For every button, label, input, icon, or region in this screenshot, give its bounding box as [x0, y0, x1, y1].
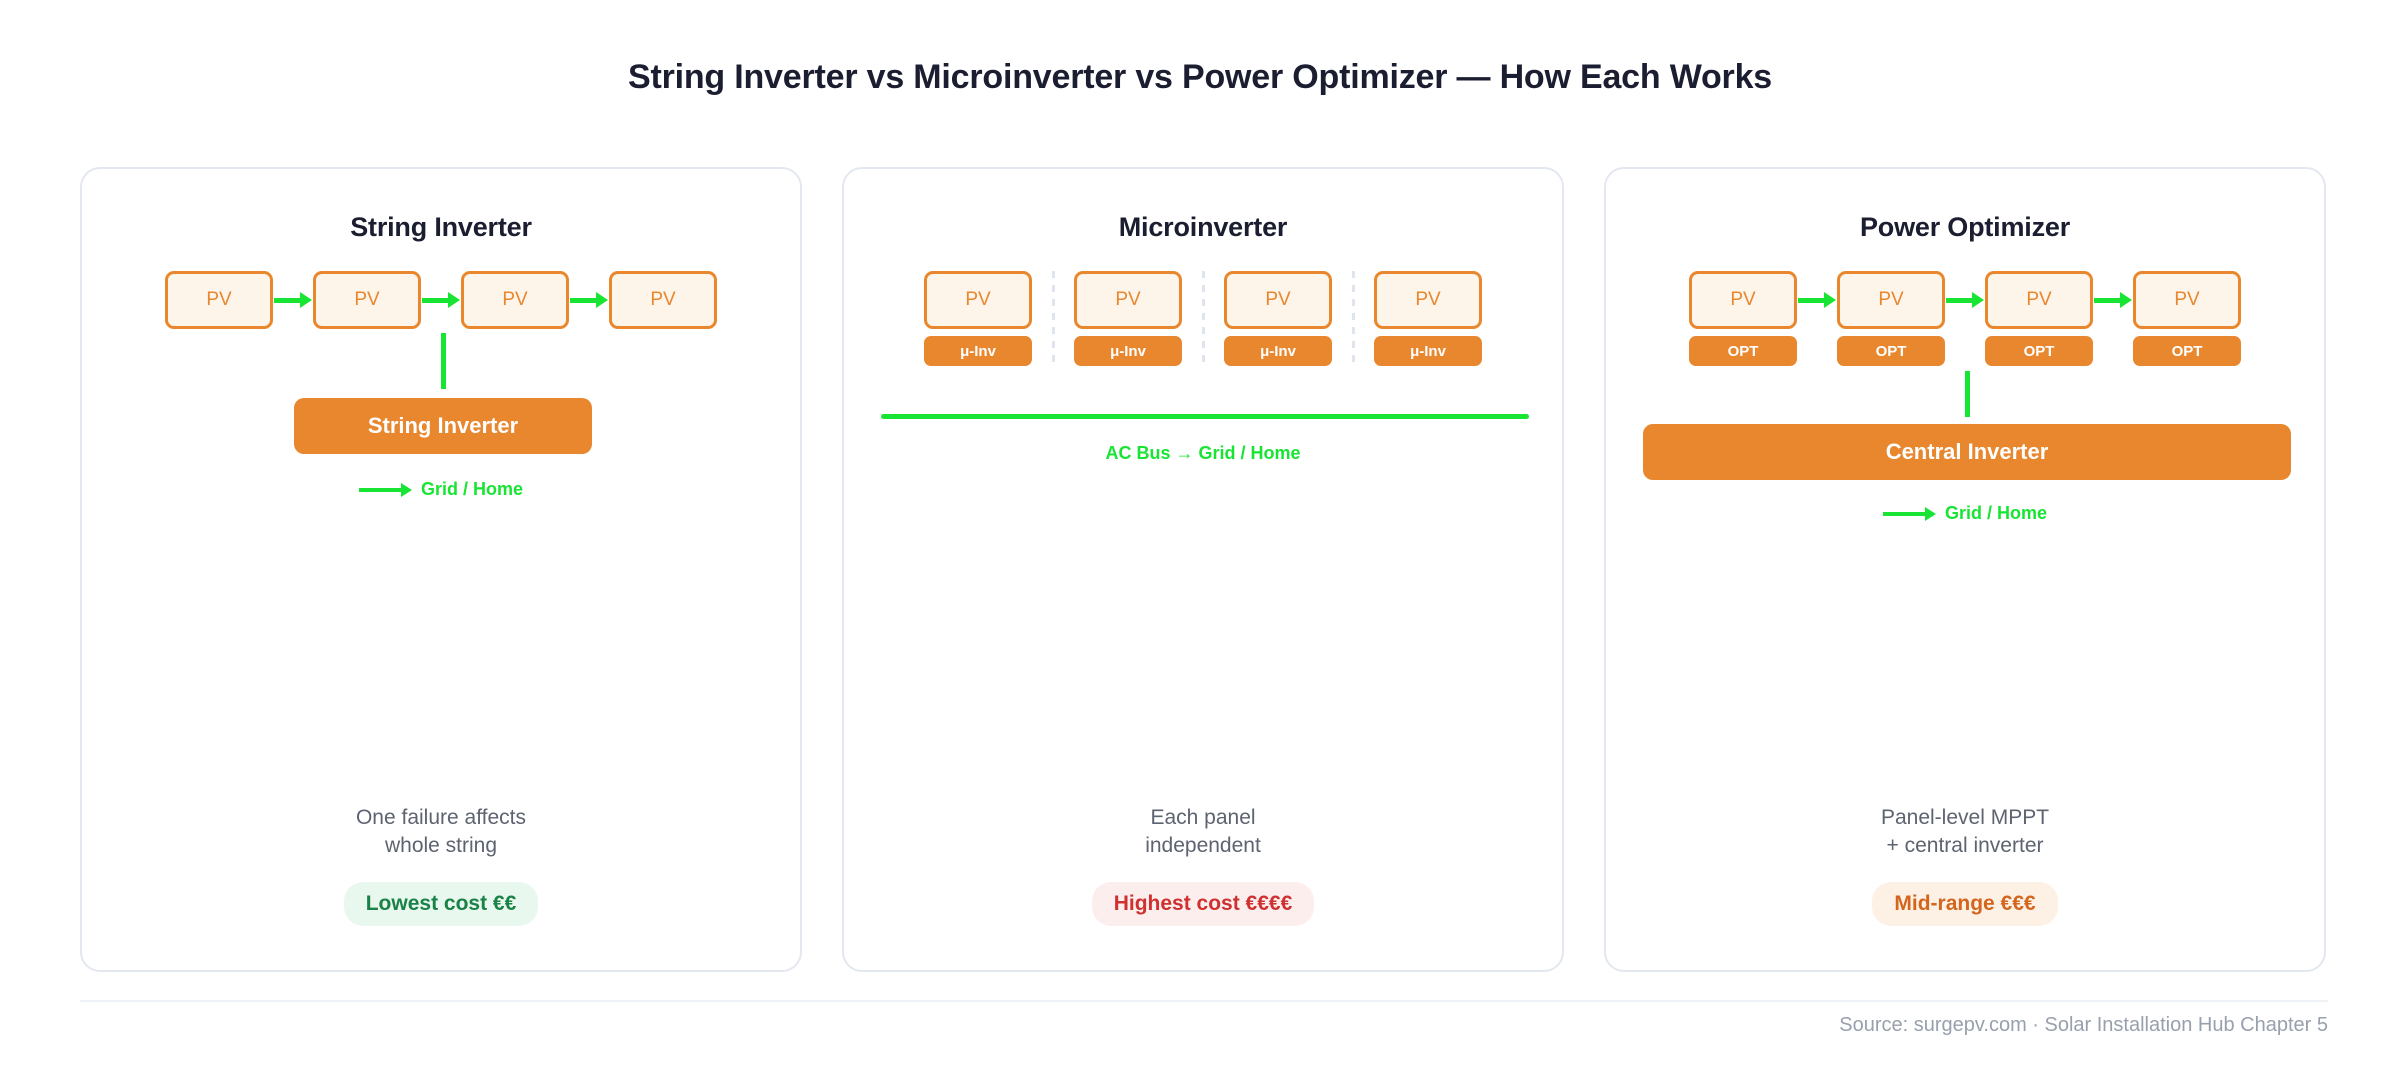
- cost-badge: Highest cost €€€€: [1091, 882, 1315, 926]
- pv-panel-box: PV: [924, 271, 1032, 329]
- cost-badge: Lowest cost €€: [343, 882, 539, 926]
- pv-unit: PV μ-Inv: [1224, 271, 1332, 366]
- flow-arrow-icon: [2093, 271, 2133, 329]
- card-microinverter: Microinverter PV μ-Inv PV μ-Inv PV: [842, 167, 1564, 972]
- card-power-optimizer: Power Optimizer PV OPT PV OPT PV O: [1604, 167, 2326, 972]
- pv-chain: PV PV PV PV: [82, 271, 800, 329]
- card-string-inverter: String Inverter PV PV PV: [80, 167, 802, 972]
- pv-panel-box: PV: [1074, 271, 1182, 329]
- grid-home-flow: Grid / Home: [1606, 503, 2324, 524]
- card-title: Microinverter: [1118, 212, 1288, 242]
- pv-panel-box: PV: [1985, 271, 2093, 329]
- pv-chain: PV μ-Inv PV μ-Inv PV μ-Inv PV: [844, 271, 1562, 367]
- flow-arrow-icon: [1945, 271, 1985, 329]
- microinverter-pill: μ-Inv: [1074, 336, 1182, 366]
- unit-separator-dashed: [1332, 271, 1374, 367]
- pv-panel-box: PV: [609, 271, 717, 329]
- flow-arrow-icon: [1797, 271, 1837, 329]
- grid-home-label: Grid / Home: [1944, 503, 2047, 523]
- diagram-microinverter: PV μ-Inv PV μ-Inv PV μ-Inv PV: [844, 271, 1562, 671]
- microinverter-pill: μ-Inv: [1224, 336, 1332, 366]
- card-footer: Each panel independent Highest cost €€€€: [844, 804, 1562, 926]
- optimizer-pill: OPT: [1837, 336, 1945, 366]
- microinverter-pill: μ-Inv: [1374, 336, 1482, 366]
- optimizer-pill: OPT: [2133, 336, 2241, 366]
- pv-unit: PV OPT: [1837, 271, 1945, 366]
- pv-unit: PV: [165, 271, 273, 329]
- footer-divider: [80, 1000, 2328, 1002]
- drop-connector-line: [441, 333, 446, 389]
- string-inverter-bar[interactable]: String Inverter: [294, 398, 592, 454]
- pv-unit: PV μ-Inv: [924, 271, 1032, 366]
- grid-arrow-icon: [1882, 511, 1925, 516]
- pv-panel-box: PV: [1689, 271, 1797, 329]
- pv-chain: PV OPT PV OPT PV OPT PV: [1606, 271, 2324, 366]
- pv-panel-box: PV: [2133, 271, 2241, 329]
- pv-unit: PV: [313, 271, 421, 329]
- pv-panel-box: PV: [461, 271, 569, 329]
- page-title: String Inverter vs Microinverter vs Powe…: [627, 58, 1772, 96]
- card-note: One failure affects whole string: [355, 806, 527, 858]
- drop-connector-line: [1965, 371, 1970, 417]
- pv-panel-box: PV: [313, 271, 421, 329]
- optimizer-pill: OPT: [1689, 336, 1797, 366]
- pv-panel-box: PV: [1224, 271, 1332, 329]
- pv-unit: PV μ-Inv: [1374, 271, 1482, 366]
- diagram-power-optimizer: PV OPT PV OPT PV OPT PV: [1606, 271, 2324, 671]
- source-attribution: Source: surgepv.com · Solar Installation…: [1839, 1014, 2328, 1036]
- unit-separator-dashed: [1182, 271, 1224, 367]
- ac-bus-label: AC Bus → Grid / Home: [1105, 443, 1301, 463]
- flow-arrow-icon: [273, 271, 313, 329]
- flow-arrow-icon: [569, 271, 609, 329]
- card-footer: One failure affects whole string Lowest …: [82, 804, 800, 926]
- card-title: String Inverter: [350, 212, 532, 242]
- pv-unit: PV μ-Inv: [1074, 271, 1182, 366]
- diagram-string-inverter: PV PV PV PV String Inverte: [82, 271, 800, 671]
- unit-separator-dashed: [1032, 271, 1074, 367]
- microinverter-pill: μ-Inv: [924, 336, 1032, 366]
- pv-unit: PV OPT: [2133, 271, 2241, 366]
- ac-bus-line: [881, 414, 1529, 419]
- grid-home-label: Grid / Home: [420, 479, 523, 499]
- flow-arrow-icon: [421, 271, 461, 329]
- card-note: Panel-level MPPT + central inverter: [1880, 806, 2050, 858]
- pv-unit: PV OPT: [1985, 271, 2093, 366]
- pv-unit: PV OPT: [1689, 271, 1797, 366]
- pv-panel-box: PV: [1837, 271, 1945, 329]
- pv-panel-box: PV: [165, 271, 273, 329]
- optimizer-pill: OPT: [1985, 336, 2093, 366]
- grid-home-flow: Grid / Home: [82, 479, 800, 500]
- pv-unit: PV: [609, 271, 717, 329]
- cost-badge: Mid-range €€€: [1872, 882, 2058, 926]
- central-inverter-bar[interactable]: Central Inverter: [1643, 424, 2291, 480]
- comparison-cards: String Inverter PV PV PV: [80, 167, 2328, 972]
- grid-arrow-icon: [358, 487, 401, 492]
- pv-unit: PV: [461, 271, 569, 329]
- card-title: Power Optimizer: [1859, 212, 2071, 242]
- card-note: Each panel independent: [1145, 806, 1261, 858]
- card-footer: Panel-level MPPT + central inverter Mid-…: [1606, 804, 2324, 926]
- pv-panel-box: PV: [1374, 271, 1482, 329]
